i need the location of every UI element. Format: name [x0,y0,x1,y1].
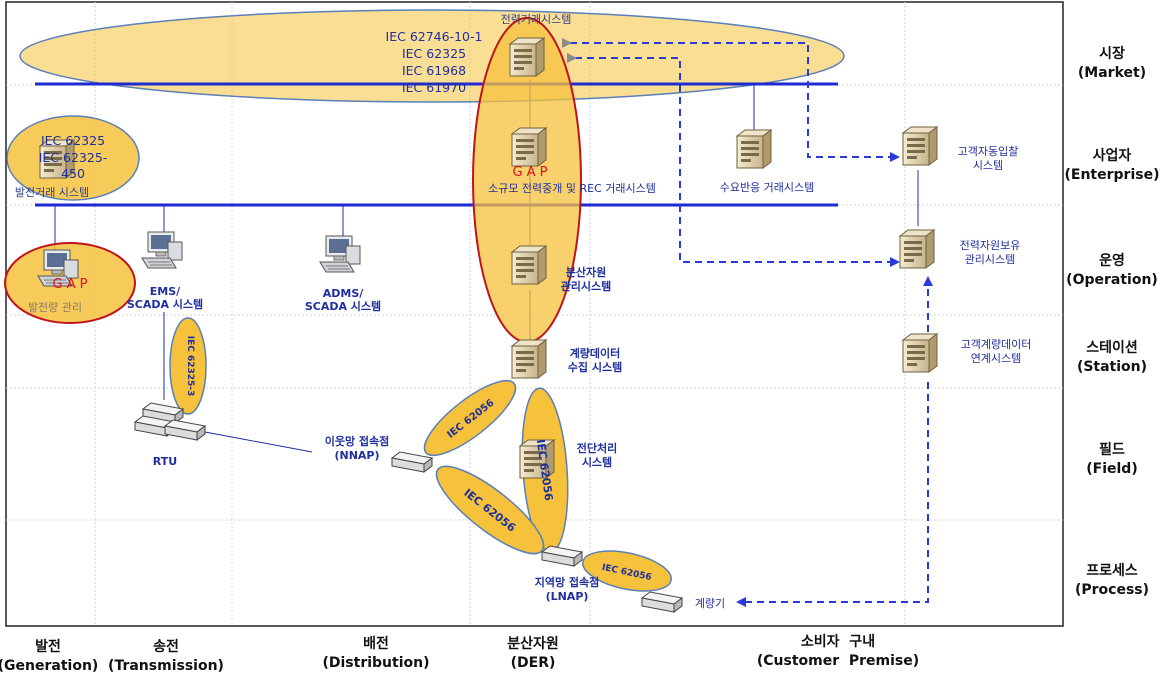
generation-trade-label: 발전거래 시스템 [15,186,89,199]
iec-62056-ellipse-4 [582,550,672,592]
iec-62325-3-label: IEC 62325-3 [185,336,195,397]
resource-mgmt-server-icon [899,229,935,269]
row-label-process-ko: 프로세스 [1086,563,1138,579]
der-mgmt-label-line1: 분산자원 [566,265,606,279]
small-trade-server-icon [511,127,547,167]
col-label-customer-en: (Customer Premise) [757,653,919,669]
resource-mgmt-label-line2: 관리시스템 [965,253,1016,266]
col-label-customer-ko: 소비자 구내 [801,634,875,650]
adms-scada-label-line1: ADMS/ [323,287,365,300]
col-label-generation-en: (Generation) [0,658,98,674]
row-label-field-en: (Field) [1086,461,1137,477]
market-standard-2: IEC 62325 [402,46,466,61]
row-label-market-en: (Market) [1078,65,1146,81]
col-label-transmission-en: (Transmission) [108,658,224,674]
small-trade-label: 소규모 전력중개 및 REC 거래시스템 [488,182,656,195]
iec-62325-3-ellipse [169,317,207,415]
row-label-enterprise-ko: 사업자 [1093,148,1132,164]
row-label-process-en: (Process) [1075,582,1149,598]
auto-bid-server-icon [902,126,938,166]
nnap-label-line1: 이웃망 접속점 [325,434,390,448]
iec-62056-ellipse-1 [423,379,517,457]
iec-62056-ellipse-3 [435,465,545,555]
generation-standard-2: IEC 62325- [39,150,108,165]
col-label-transmission-ko: 송전 [153,638,179,655]
resource-mgmt-label-line1: 전력자원보유 [960,239,1021,252]
dr-trade-label: 수요반응 거래시스템 [720,181,815,194]
meter-label: 계량기 [695,597,725,610]
dashed-arrows [562,38,933,607]
meter-collect-label-line2: 수집 시스템 [568,360,622,374]
row-label-field-ko: 필드 [1099,441,1125,458]
row-label-enterprise-en: (Enterprise) [1065,167,1160,183]
auto-bid-label-line2: 시스템 [973,159,1003,172]
meter-link-label-line2: 연계시스템 [971,352,1022,365]
der-gap-label: G A P [512,165,547,180]
row-label-station-ko: 스테이션 [1086,339,1138,356]
generation-output-label: 발전량 관리 [28,301,82,314]
row-label-market-ko: 시장 [1099,45,1125,62]
row-label-station-en: (Station) [1077,359,1147,375]
market-system-label: 전력거래시스템 [501,13,572,26]
market-standard-1: IEC 62746-10-1 [386,29,483,44]
adms-scada-label-line2: SCADA 시스템 [305,299,381,313]
generation-standard-1: IEC 62325 [41,133,105,148]
market-standard-4: IEC 61970 [402,80,466,95]
col-label-generation-ko: 발전 [35,638,61,655]
front-end-label-line1: 전단처리 [577,441,617,455]
nnap-label-line2: (NNAP) [334,449,379,462]
meter-link-server-icon [902,333,938,373]
row-label-operation-ko: 운영 [1099,252,1125,269]
der-mgmt-label-line2: 관리시스템 [561,279,612,293]
ems-scada-label-line2: SCADA 시스템 [127,297,203,311]
row-label-operation-en: (Operation) [1066,272,1158,288]
market-server-icon [509,37,545,77]
col-label-der-en: (DER) [511,655,556,671]
der-mgmt-server-icon [511,245,547,285]
auto-bid-label-line1: 고객자동입찰 [958,145,1019,158]
rtu-label: RTU [153,455,177,468]
meter-collect-label-line1: 계량데이터 [570,346,621,360]
col-label-der-ko: 분산자원 [507,635,559,652]
lnap-label-line1: 지역망 접속점 [535,575,600,589]
ems-scada-label-line1: EMS/ [150,285,181,298]
market-standard-3: IEC 61968 [402,63,466,78]
dr-trade-server-icon [736,129,772,169]
meter-link-label-line1: 고객계량데이터 [961,338,1032,351]
col-label-distribution-en: (Distribution) [322,655,429,671]
meter-collect-server-icon [511,339,547,379]
col-label-distribution-ko: 배전 [363,635,389,652]
front-end-label-line2: 시스템 [582,455,612,469]
generation-standard-3: 450 [61,166,85,181]
lnap-label-line2: (LNAP) [546,590,589,603]
generation-gap-label: G A P [52,277,87,292]
